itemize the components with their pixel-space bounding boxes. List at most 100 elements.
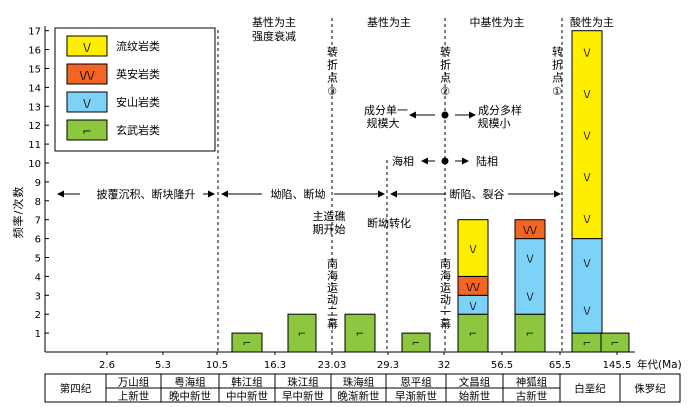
bar-symbol-basalt: ⌐	[412, 339, 420, 350]
legend-swatch-basalt	[66, 119, 108, 141]
bar-symbol-basalt: ⌐	[469, 329, 477, 340]
y-tick-label: 7	[35, 216, 41, 227]
legend-symbol-dacite: \/\/	[80, 69, 95, 82]
legend-swatch-andesite	[66, 91, 108, 113]
bar-symbol-andesite: \/	[527, 291, 534, 302]
bar-symbol-rhyolite: \/	[584, 47, 591, 58]
bar-segment-andesite	[571, 238, 603, 334]
stacked-bars: ⌐⌐⌐⌐⌐\/\/\/\/⌐\/\/\/\/⌐\/\/\/\/\/\/\/⌐	[231, 30, 630, 353]
turning-point-2: 转折点②	[439, 45, 452, 100]
y-tick-label: 4	[35, 272, 41, 283]
zone-title-basic-2: 基性为主	[367, 15, 411, 29]
bar-symbol-basalt: ⌐	[583, 339, 591, 350]
x-tick-label: 145.5	[603, 360, 632, 371]
x-tick-label: 23.03	[318, 360, 347, 371]
strat-period: 白垩纪	[574, 382, 606, 395]
composition-dot	[441, 111, 449, 119]
strat-formation: 韩江组	[231, 376, 263, 389]
strat-epoch: 早渐新世	[395, 390, 437, 403]
x-tick-label: 29.3	[377, 360, 399, 371]
y-tick-label: 3	[35, 291, 41, 302]
y-axis-label: 频率/次数	[11, 186, 25, 239]
continental-facies: 陆相	[476, 154, 498, 168]
bar-segment-basalt	[287, 313, 317, 353]
bar-symbol-dacite: \/\/	[523, 225, 537, 236]
strat-epoch: 古新世	[516, 390, 548, 403]
turning-point-3: 转折点③	[326, 45, 339, 100]
y-tick-label: 14	[28, 83, 41, 94]
y-tick-label: 13	[28, 102, 41, 113]
x-tick-label: 65.5	[549, 360, 571, 371]
composition-single: 成分单一	[364, 104, 408, 117]
legend-symbol-andesite: \/	[83, 97, 91, 110]
y-tick-label: 12	[28, 121, 41, 132]
composition-diverse: 成分多样	[478, 103, 522, 117]
strat-formation: 文昌组	[459, 376, 491, 389]
x-tick-label: 2.6	[99, 360, 115, 371]
bar-symbol-rhyolite: \/	[470, 244, 477, 255]
x-tick-label: 10.5	[206, 360, 228, 371]
bar-segment-dacite	[514, 219, 546, 240]
bar-symbol-andesite: \/	[470, 301, 477, 312]
south-china-sea-movement-2: 南海运动二幕	[326, 258, 339, 330]
y-tick-label: 5	[35, 254, 41, 265]
legend-label-rhyolite: 流纹岩类	[116, 39, 160, 53]
legend-swatch-dacite	[66, 63, 108, 85]
bar-segment-rhyolite	[571, 30, 603, 240]
marine-facies: 海相	[392, 154, 414, 168]
y-tick-label: 10	[28, 159, 41, 170]
x-tick-label: 32	[438, 360, 451, 371]
bar-symbol-basalt: ⌐	[611, 339, 619, 350]
bar-segment-andesite	[514, 238, 546, 315]
y-tick-label: 2	[35, 310, 41, 321]
bar-symbol-andesite: \/	[584, 258, 591, 269]
legend-swatch-rhyolite	[66, 35, 108, 57]
x-axis-label: 年代(Ma)	[637, 358, 682, 371]
x-tick-label: 5.3	[155, 360, 171, 371]
bar-symbol-dacite: \/\/	[466, 282, 480, 293]
bar-segment-basalt	[514, 313, 546, 353]
legend: \/流纹岩类\/\/英安岩类\/安山岩类⌐玄武岩类	[66, 35, 160, 141]
strat-period: 侏罗纪	[634, 383, 666, 395]
strat-epoch: 上新世	[118, 390, 150, 403]
y-tick-label: 9	[35, 178, 41, 189]
strat-period: 第四纪	[60, 382, 92, 395]
tectonic-phase-3: 断陷、裂谷	[450, 187, 505, 201]
y-tick-label: 16	[28, 46, 41, 57]
bar-segment-rhyolite	[457, 219, 489, 277]
y-tick-label: 15	[28, 65, 41, 76]
bar-symbol-andesite: \/	[584, 305, 591, 316]
strat-formation: 珠海组	[343, 376, 375, 389]
strat-formation: 珠江组	[287, 376, 319, 389]
bar-symbol-basalt: ⌐	[526, 329, 534, 340]
legend-label-dacite: 英安岩类	[116, 67, 160, 81]
reef-building-start-line1: 主造礁	[313, 209, 346, 223]
bar-segment-basalt	[401, 332, 431, 353]
bar-segment-basalt	[600, 332, 630, 353]
strat-epoch: 晚渐新世	[338, 390, 380, 403]
legend-label-andesite: 安山岩类	[116, 95, 160, 109]
y-tick-label: 8	[35, 197, 41, 208]
bar-symbol-basalt: ⌐	[243, 339, 251, 350]
tectonic-phase-1: 披覆沉积、断块隆升	[97, 187, 196, 201]
facies-dot	[441, 157, 449, 165]
bar-symbol-basalt: ⌐	[298, 329, 306, 340]
strat-epoch: 晚中新世	[169, 390, 211, 403]
bar-symbol-rhyolite: \/	[584, 214, 591, 225]
strat-formation: 万山组	[118, 376, 150, 389]
y-tick-label: 17	[28, 27, 41, 38]
legend-symbol-rhyolite: \/	[83, 41, 91, 54]
strat-formation: 神狐组	[516, 376, 548, 389]
x-tick-label: 56.5	[491, 360, 513, 371]
strat-epoch: 始新世	[459, 390, 491, 403]
bar-symbol-andesite: \/	[527, 254, 534, 265]
bar-segment-basalt	[344, 313, 376, 353]
y-tick-label: 6	[35, 235, 41, 246]
scale-large: 规模大	[367, 116, 400, 130]
bar-segment-basalt	[231, 332, 263, 353]
bar-symbol-basalt: ⌐	[356, 329, 364, 340]
zone-title-intermediate-basic: 中基性为主	[470, 15, 525, 29]
